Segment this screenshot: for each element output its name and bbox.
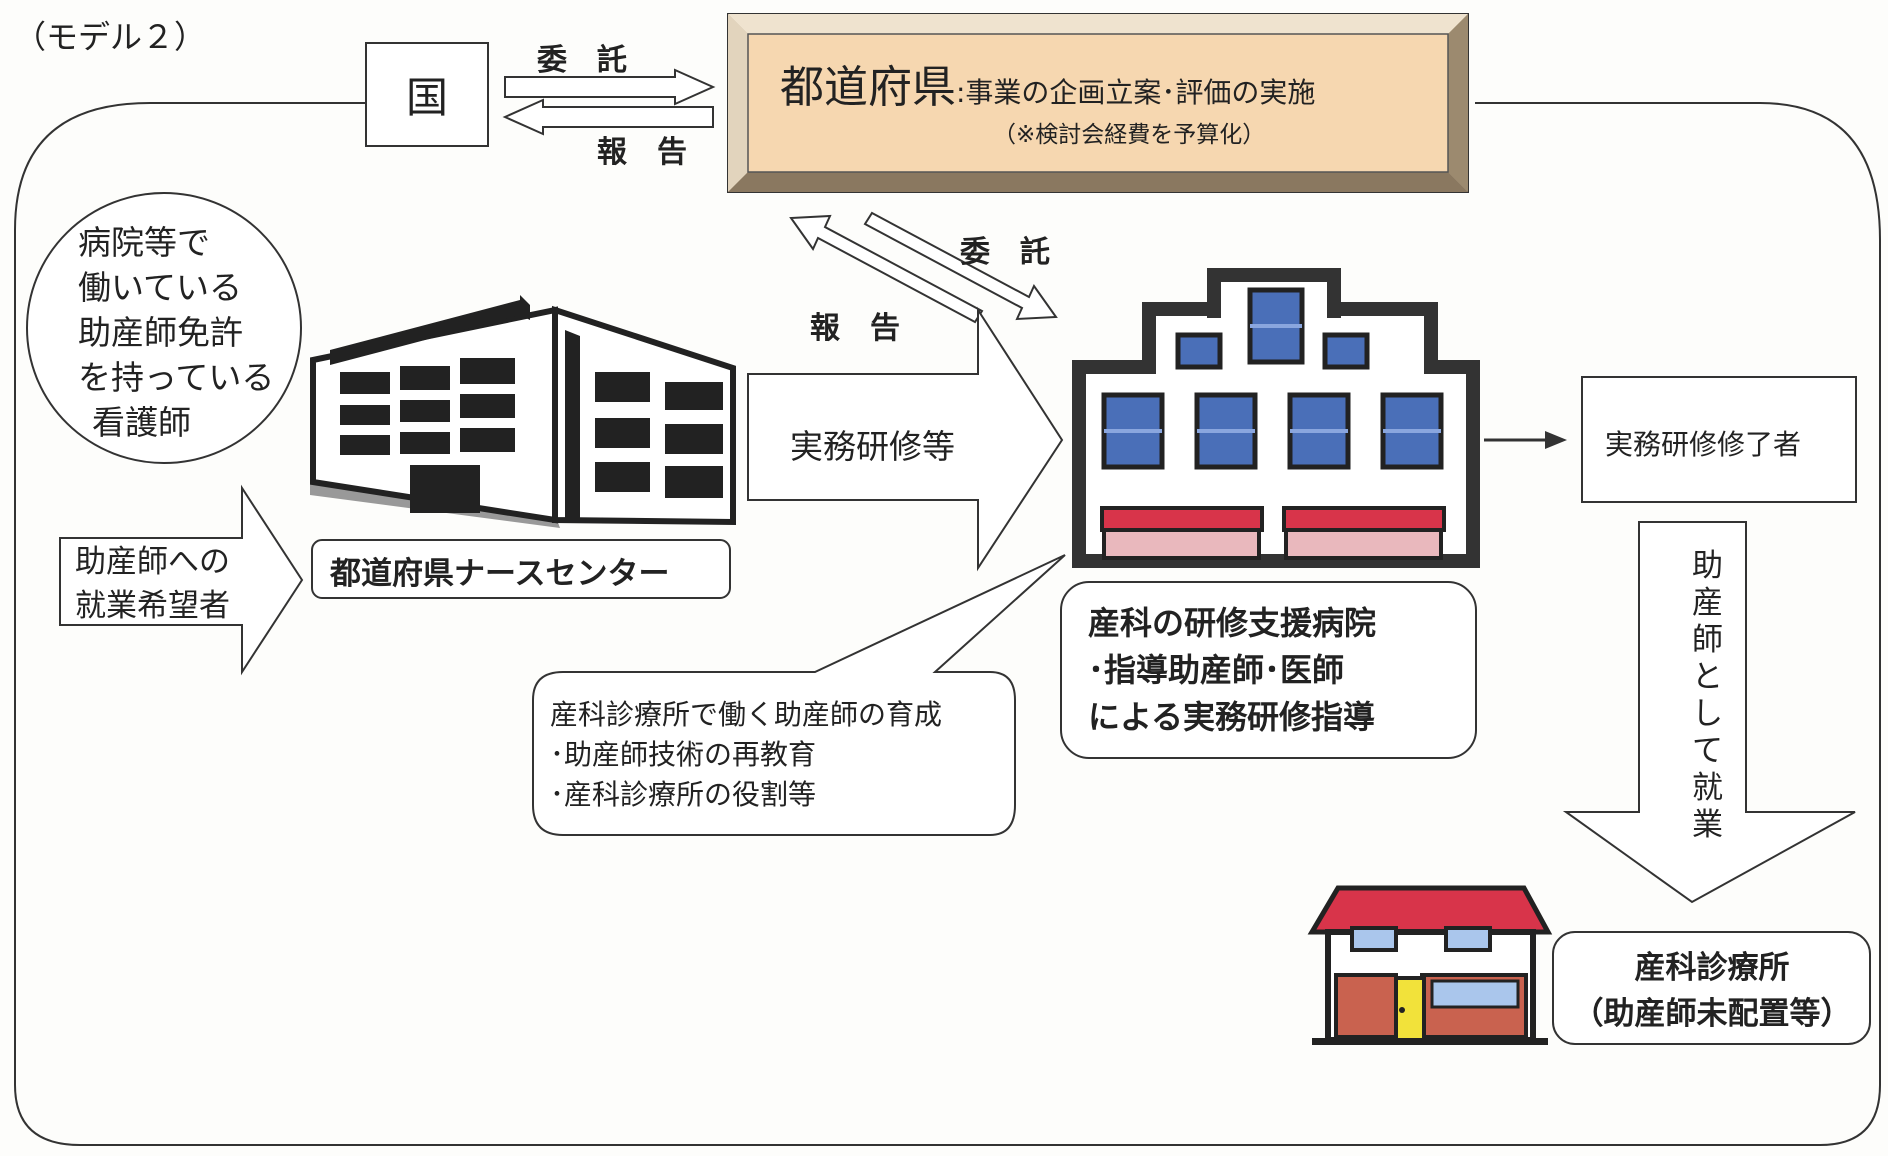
- clinic-line-2: （助産師未配置等）: [1572, 996, 1852, 1032]
- employment-char-3: 師: [1692, 622, 1723, 658]
- prefecture-note: （※検討会経費を予算化）: [993, 122, 1265, 148]
- nurse-line-1: 病院等で: [78, 223, 210, 262]
- clinic-label-box: [1552, 931, 1871, 1045]
- hospital-label-box: [1060, 581, 1477, 759]
- clinic-line-1: 産科診療所: [1634, 950, 1790, 986]
- training-label: 実務研修等: [790, 427, 955, 466]
- hospital-label: 産科の研修支援病院 ･指導助産師･医師 による実務研修指導: [1088, 600, 1376, 741]
- applicant-line-1: 助産師への: [75, 544, 230, 580]
- applicant-arrow: [59, 484, 304, 676]
- nurse-line-4: を持っている: [78, 358, 275, 397]
- itaku-top-arrow: [504, 68, 716, 106]
- clinic-label: 産科診療所 （助産師未配置等）: [1556, 945, 1868, 1037]
- prefecture-title: 都道府県:事業の企画立案･評価の実施: [780, 62, 1315, 113]
- employment-char-7: 就: [1692, 770, 1723, 806]
- callout-line-3: ･産科診療所の役割等: [550, 778, 817, 811]
- employment-char-6: て: [1692, 733, 1723, 769]
- applicant-line-2: 就業希望者: [75, 588, 230, 624]
- itaku-mid-arrow: [863, 211, 1058, 321]
- houkoku-mid-arrow: [789, 214, 984, 324]
- hospital-line-1: 産科の研修支援病院: [1088, 604, 1377, 642]
- completer-box: [1581, 376, 1857, 503]
- houkoku-mid-label: 報 告: [810, 311, 900, 346]
- training-arrow: [747, 306, 1064, 572]
- kuni-box: [365, 42, 489, 147]
- hospital-line-2: ･指導助産師･医師: [1088, 651, 1345, 689]
- completer-label: 実務研修修了者: [1605, 428, 1802, 461]
- employment-char-1: 助: [1692, 548, 1723, 584]
- clinic-building: [1307, 885, 1553, 1045]
- employment-char-8: 業: [1692, 807, 1723, 843]
- houkoku-top-label: 報 告: [597, 135, 687, 170]
- employment-char-2: 産: [1692, 585, 1723, 621]
- nurse-line-3: 助産師免許: [78, 313, 243, 352]
- houkoku-top-arrow: [502, 98, 714, 136]
- nurse-center-box: [311, 539, 731, 599]
- itaku-mid-label: 委 託: [960, 235, 1050, 270]
- nurse-center-building: [310, 295, 736, 528]
- nurse-line-2: 働いている: [78, 268, 243, 307]
- callout-text: 産科診療所で働く助産師の育成 ･助産師技術の再教育 ･産科診療所の役割等: [550, 695, 942, 815]
- nurse-line-5: 看護師: [92, 403, 191, 442]
- nurse-circle: [26, 192, 302, 464]
- nurse-center-label: 都道府県ナースセンター: [330, 556, 670, 592]
- prefecture-name: 都道府県: [780, 62, 956, 113]
- hospital-line-3: による実務研修指導: [1088, 698, 1376, 736]
- prefecture-description: :事業の企画立案･評価の実施: [956, 76, 1315, 109]
- outer-frame: [14, 102, 1881, 1146]
- employment-arrow: [1562, 521, 1856, 904]
- completer-arrow-head: [1545, 431, 1567, 449]
- prefecture-box: [727, 13, 1469, 193]
- employment-char-5: し: [1692, 696, 1723, 732]
- callout-line-1: 産科診療所で働く助産師の育成: [550, 698, 943, 731]
- hospital-building: [1072, 268, 1480, 568]
- kuni-text: 国: [406, 73, 448, 122]
- model-label: （モデル２）: [14, 18, 207, 56]
- employment-text: 助 産 師 と し て 就 業: [1692, 548, 1723, 844]
- employment-char-4: と: [1692, 659, 1723, 695]
- applicant-text: 助産師への 就業希望者: [75, 540, 230, 628]
- callout-bubble: [532, 554, 1066, 836]
- itaku-top-label: 委 託: [537, 43, 627, 78]
- nurse-circle-text: 病院等で 働いている 助産師免許 を持っている 看護師: [78, 220, 274, 445]
- callout-line-2: ･助産師技術の再教育: [550, 738, 817, 771]
